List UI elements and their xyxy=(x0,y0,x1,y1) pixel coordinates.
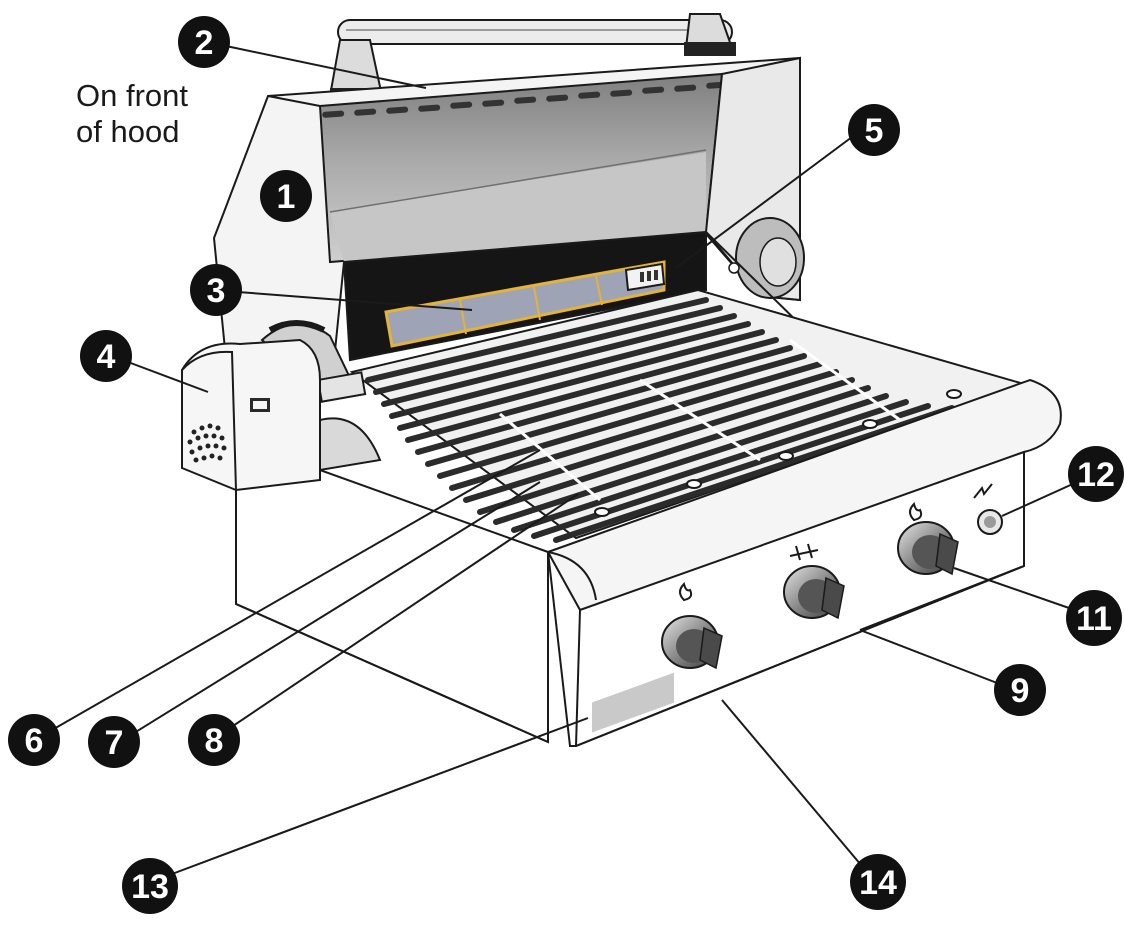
hood-annotation-line2: of hood xyxy=(76,114,180,149)
rear-infrared-burner xyxy=(342,230,707,362)
rotisserie-motor xyxy=(181,320,382,492)
burner-knob-left[interactable] xyxy=(661,615,723,670)
ignition-button[interactable] xyxy=(977,509,1003,535)
svg-text:3: 3 xyxy=(207,272,226,310)
callout-2: 2 xyxy=(178,16,230,68)
svg-text:11: 11 xyxy=(1076,600,1112,638)
callout-1: 1 xyxy=(260,170,312,222)
cooking-grates xyxy=(349,288,1028,543)
burner-knob-right[interactable] xyxy=(897,521,959,576)
svg-text:9: 9 xyxy=(1011,672,1030,710)
svg-text:7: 7 xyxy=(105,724,124,762)
callout-4: 4 xyxy=(80,330,132,382)
flame-icon xyxy=(679,502,923,602)
double-arrow-icon xyxy=(789,543,819,561)
leader-lines xyxy=(51,45,1093,881)
svg-text:5: 5 xyxy=(865,112,884,150)
callout-14: 14 xyxy=(850,854,906,910)
grill-body xyxy=(235,468,549,744)
hood-handle xyxy=(328,13,736,102)
callout-11: 11 xyxy=(1066,590,1122,646)
hood xyxy=(212,56,817,401)
hood-vent-slots xyxy=(322,78,761,118)
hood-annotation: On front of hood xyxy=(76,78,188,150)
callout-5: 5 xyxy=(848,104,900,156)
svg-text:8: 8 xyxy=(205,722,224,760)
callout-9: 9 xyxy=(994,664,1046,716)
callout-7: 7 xyxy=(88,716,140,768)
svg-text:2: 2 xyxy=(195,24,214,62)
callout-3: 3 xyxy=(190,264,242,316)
svg-text:6: 6 xyxy=(25,722,44,760)
svg-text:13: 13 xyxy=(131,868,169,906)
callout-12: 12 xyxy=(1068,446,1124,502)
hood-annotation-line1: On front xyxy=(76,78,188,113)
callout-6: 6 xyxy=(8,714,60,766)
svg-text:1: 1 xyxy=(277,178,296,216)
rating-label xyxy=(592,672,674,733)
callout-13: 13 xyxy=(122,858,178,914)
callout-8: 8 xyxy=(188,714,240,766)
svg-text:4: 4 xyxy=(97,338,116,376)
svg-text:14: 14 xyxy=(859,864,897,902)
infrared-knob-center[interactable] xyxy=(783,565,845,620)
lightning-icon xyxy=(973,483,993,499)
svg-text:12: 12 xyxy=(1077,456,1115,494)
rotisserie-bracket xyxy=(624,262,666,292)
